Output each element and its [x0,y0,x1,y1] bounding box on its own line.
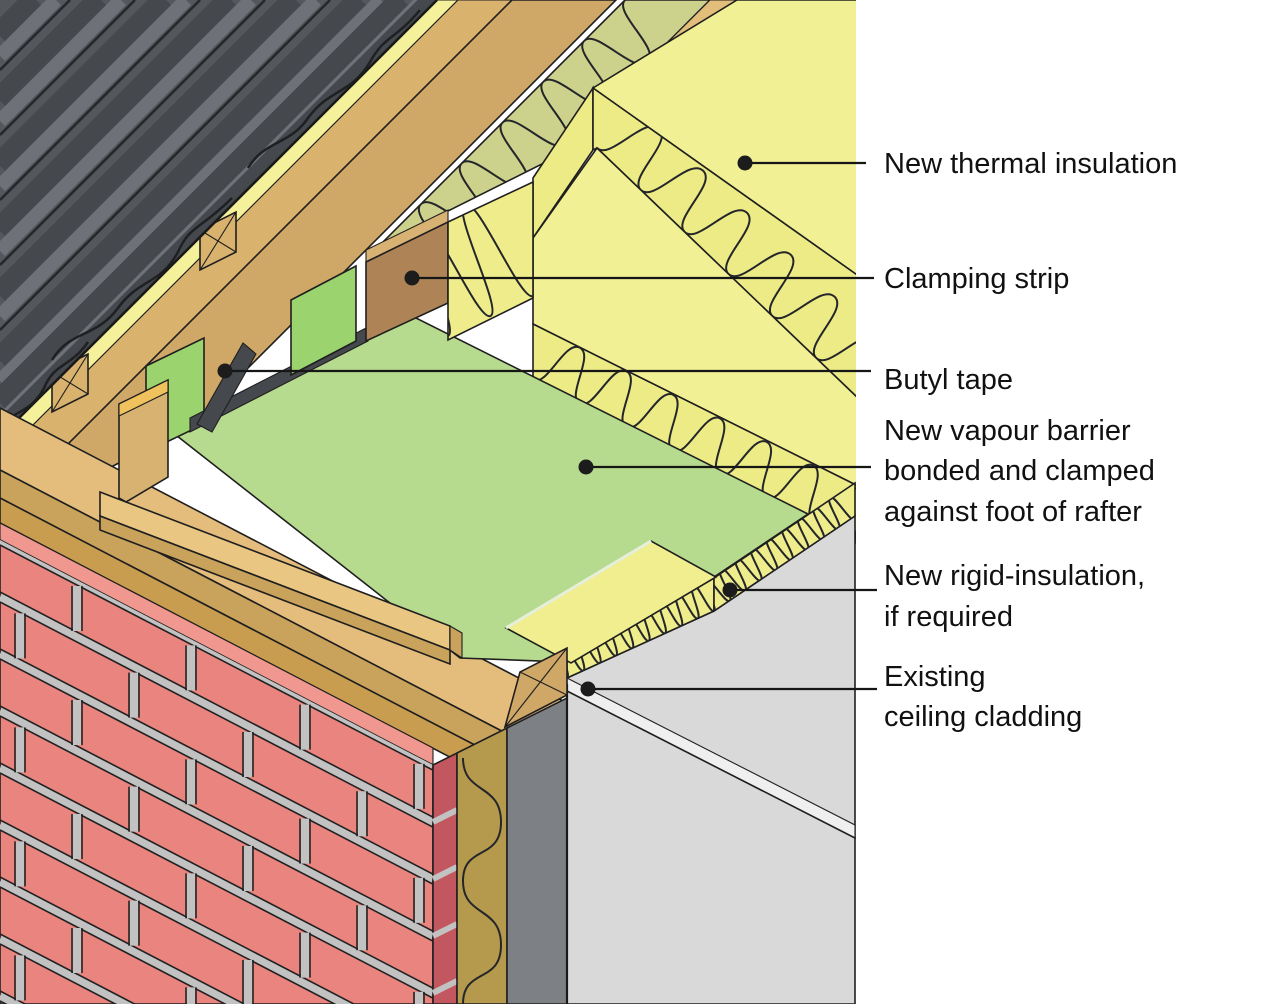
label-thermal-insulation: New thermal insulation [884,148,1177,180]
brick-wall [0,522,568,1004]
cavity-insulation [456,726,508,1004]
leader-dot-ceiling-cladding [580,681,596,697]
rafter-foot-assembly [118,180,534,503]
tile-course-line [50,197,233,361]
label-rigid-insulation-line2: if required [884,601,1013,633]
clamping-batten-board [99,490,463,666]
existing-ceiling-cladding [565,514,856,1004]
label-clamping-strip: Clamping strip [884,263,1069,295]
insulation-hatch [533,345,860,545]
new-thermal-insulation-slab [532,0,861,547]
label-ceiling-cladding-line1: Existing [884,661,986,693]
leader-dot-clamping-strip [404,270,420,286]
batt-end-face [447,180,534,342]
inner-leaf [506,696,568,1004]
labels: New thermal insulation Clamping strip Bu… [884,148,1177,733]
leader-lines [217,155,877,697]
label-vapour-barrier-line2: bonded and clamped [884,455,1155,487]
label-butyl-tape: Butyl tape [884,364,1013,396]
vapour-upstand [290,264,357,377]
leader-dot-rigid-insulation [722,582,738,598]
label-vapour-barrier-line1: New vapour barrier [884,415,1131,447]
insulation-hatch [448,203,533,337]
leader-dot-thermal-insulation [737,155,753,171]
label-rigid-insulation-line1: New rigid-insulation, [884,560,1145,592]
board-end [449,625,463,660]
tile-course-line [246,9,421,169]
leader-dot-butyl-tape [217,363,233,379]
insulation-hatch [461,757,503,1004]
wall-corner-wedge [503,646,568,729]
vertical-board-top [118,379,169,417]
label-ceiling-cladding-line2: ceiling cladding [884,701,1082,733]
patch-cut-edge [505,539,652,630]
tile-underside-edge [0,0,438,438]
board-edge [99,514,451,666]
label-margin [856,0,1276,1004]
vapour-barrier [170,310,810,664]
leader-dot-vapour-barrier [578,459,594,475]
label-vapour-barrier-line3: against foot of rafter [884,496,1142,528]
